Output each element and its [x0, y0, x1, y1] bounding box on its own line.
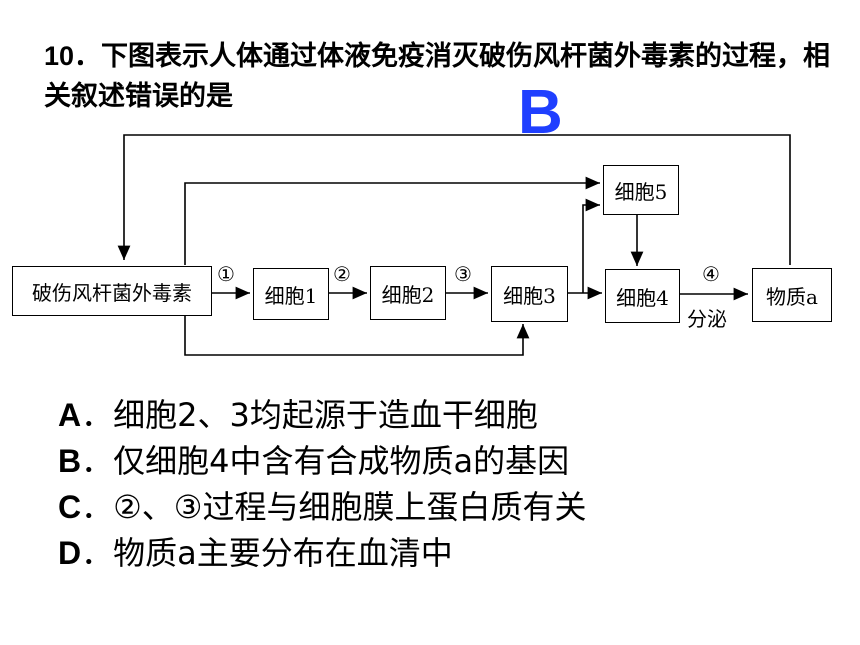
step-3-label: ③ [454, 262, 472, 286]
cell3-to-cell5-arrow [582, 198, 600, 293]
option-a: A．细胞2、3均起源于造血干细胞 [58, 392, 587, 438]
question-number: 10 [44, 41, 75, 71]
cell4-box: 细胞4 [605, 269, 680, 323]
option-text: ．细胞2、3均起源于造血干细胞 [81, 396, 538, 434]
secrete-label: 分泌 [687, 307, 727, 331]
cell5-box: 细胞5 [603, 165, 679, 215]
option-d: D．物质a主要分布在血清中 [58, 530, 587, 576]
cell3-box: 细胞3 [491, 266, 568, 322]
toxin-to-cell3-arrow [184, 316, 530, 356]
option-letter: A [58, 397, 82, 433]
toxin-box: 破伤风杆菌外毒素 [12, 266, 212, 316]
question-stem: ．下图表示人体通过体液免疫消灭破伤风杆菌外毒素的过程，相关叙述错误的是 [44, 41, 831, 112]
question-text: 10．下图表示人体通过体液免疫消灭破伤风杆菌外毒素的过程，相关叙述错误的是 [44, 36, 834, 117]
cell2-box: 细胞2 [370, 266, 446, 320]
step-2-label: ② [333, 262, 351, 286]
toxin-to-cell5-arrow [184, 176, 600, 265]
option-c: C．②、③过程与细胞膜上蛋白质有关 [58, 484, 587, 530]
cell1-box: 细胞1 [253, 268, 329, 320]
option-text: ．物质a主要分布在血清中 [81, 534, 453, 572]
option-letter: D [58, 535, 82, 571]
option-letter: B [58, 443, 82, 479]
option-b: B．仅细胞4中含有合成物质a的基因 [58, 438, 587, 484]
option-letter: C [58, 489, 82, 525]
substance-a-box: 物质a [752, 268, 832, 322]
option-text: ．仅细胞4中含有合成物质a的基因 [81, 442, 570, 480]
feedback-arrow [117, 134, 791, 265]
step-4-label: ④ [702, 262, 720, 286]
answer-options: A．细胞2、3均起源于造血干细胞 B．仅细胞4中含有合成物质a的基因 C．②、③… [58, 392, 587, 576]
step-1-label: ① [217, 262, 235, 286]
option-text: ．②、③过程与细胞膜上蛋白质有关 [81, 488, 587, 526]
